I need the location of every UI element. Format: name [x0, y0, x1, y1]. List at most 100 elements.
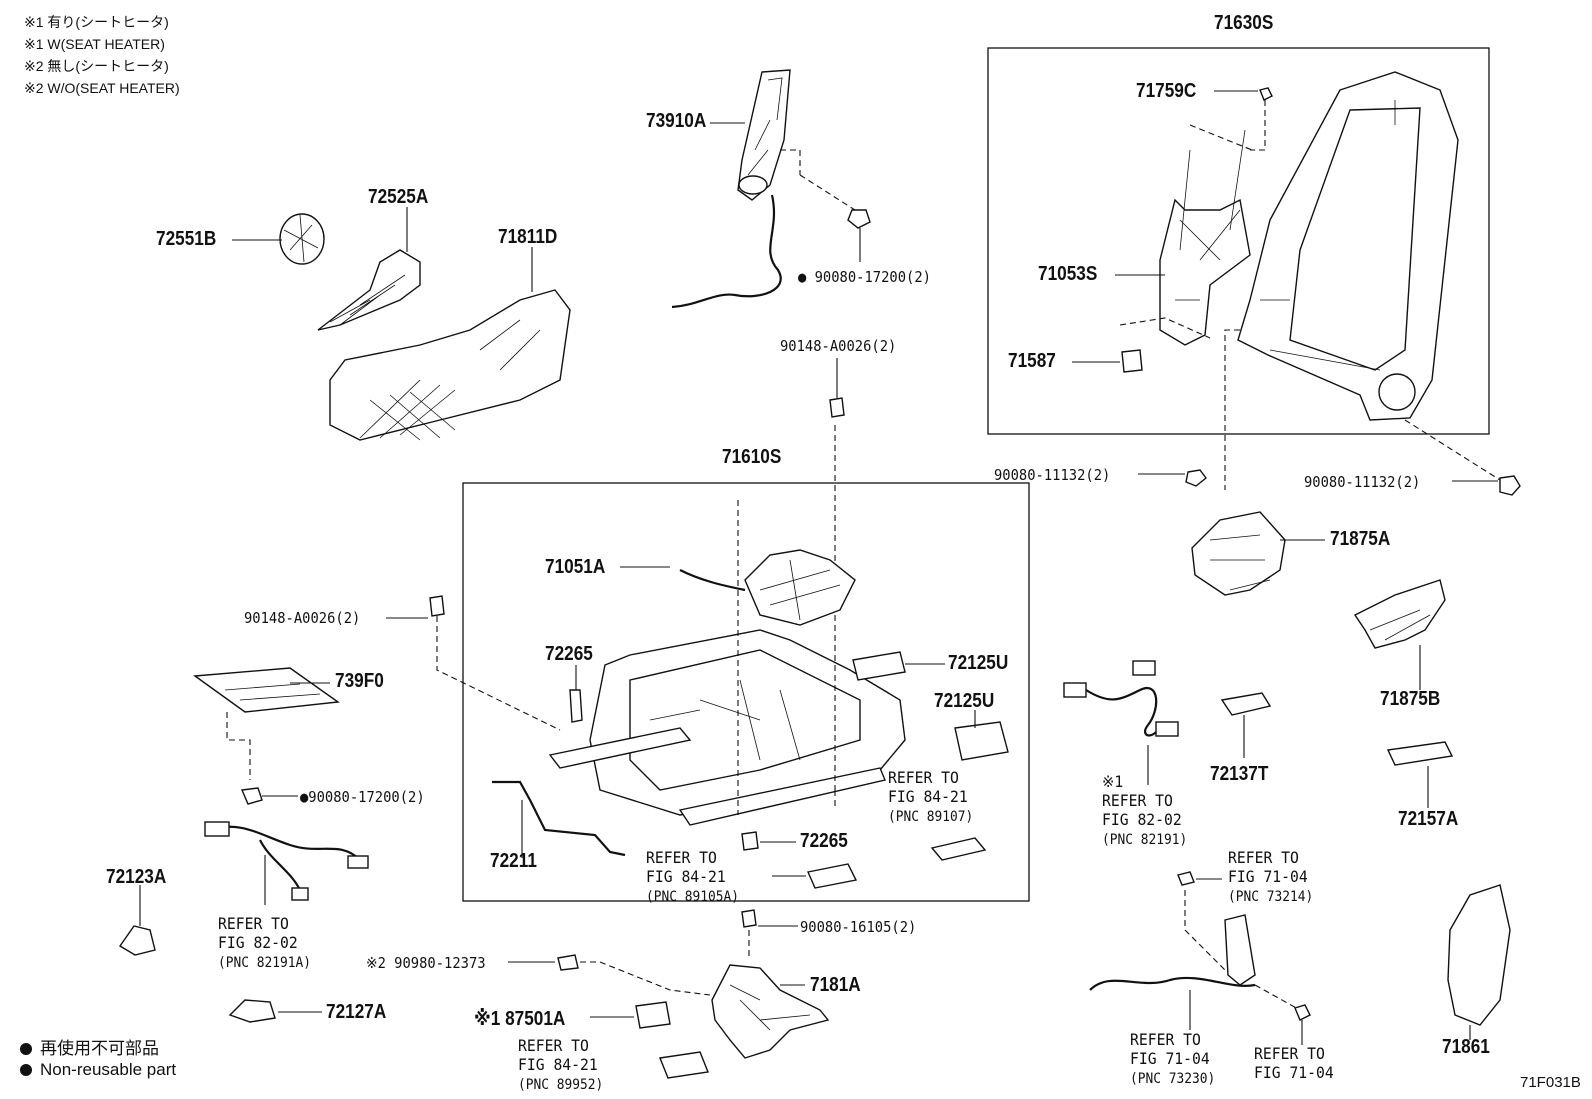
ref-pnc-89107[interactable]: REFER TO FIG 84-21 (PNC 89107) — [888, 768, 973, 827]
note-no-heater-en: ※2 W/O(SEAT HEATER) — [24, 80, 180, 96]
label-72157A[interactable]: 72157A — [1398, 808, 1459, 830]
ref-pnc-82191[interactable]: ※1 REFER TO FIG 82-02 (PNC 82191) — [1102, 772, 1187, 850]
part-72157A-shape — [1386, 741, 1454, 808]
ref-line-2: FIG 82-02 — [1102, 810, 1182, 829]
pn-90080-17200-left[interactable]: ●90080-17200(2) — [300, 788, 425, 806]
legend-non-reusable-en: Non-reusable part — [20, 1060, 176, 1080]
part-72125Ua-shape — [852, 651, 945, 681]
ref-line-3: (PNC 89952) — [518, 1077, 604, 1093]
part-72125Ub-shape — [954, 710, 1009, 761]
label-71587[interactable]: 71587 — [1008, 350, 1056, 372]
part-72525A-shape — [317, 207, 421, 331]
pn-90080-11132-b[interactable]: 90080-11132(2) — [1304, 473, 1421, 491]
ref-line-3: (PNC 89105A) — [646, 889, 740, 905]
bolt-90148-top — [829, 358, 845, 418]
pn-90080-11132-a[interactable]: 90080-11132(2) — [994, 466, 1111, 484]
part-72265a-shape — [569, 665, 583, 723]
ref-line-1: REFER TO — [1228, 848, 1299, 867]
part-72123A-shape — [118, 885, 156, 956]
legend-text-jp: 再使用不可部品 — [40, 1039, 159, 1058]
label-71811D[interactable]: 71811D — [498, 226, 558, 248]
label-72125U-lower[interactable]: 72125U — [934, 690, 995, 712]
ref-pnc-89105A[interactable]: REFER TO FIG 84-21 (PNC 89105A) — [646, 848, 739, 907]
part-71051A-shape — [620, 549, 856, 626]
note-seat-heater-en: ※1 W(SEAT HEATER) — [24, 36, 165, 52]
part-72211-shape — [492, 780, 626, 858]
frame-cushion-box — [462, 482, 1030, 902]
part-72137T-shape — [1220, 692, 1272, 758]
part-71759C-shape — [1214, 87, 1273, 151]
bolt-90080-11132-b — [1452, 475, 1521, 496]
label-71051A[interactable]: 71051A — [545, 556, 606, 578]
group-label-71610S[interactable]: 71610S — [722, 446, 782, 468]
part-71811D-shape — [329, 247, 571, 441]
label-72123A[interactable]: 72123A — [106, 866, 167, 888]
label-72551B[interactable]: 72551B — [156, 228, 217, 250]
clip-90080-17200-left — [240, 787, 298, 805]
pn-90080-17200-top[interactable]: ● 90080-17200(2) — [798, 268, 931, 286]
label-71875A[interactable]: 71875A — [1330, 528, 1391, 550]
group-label-71630S[interactable]: 71630S — [1214, 12, 1274, 34]
pn-90148-A0026-left[interactable]: 90148-A0026(2) — [244, 609, 361, 627]
label-72127A[interactable]: 72127A — [326, 1001, 387, 1023]
ref-line-3: (PNC 82191A) — [218, 955, 312, 971]
label-72125U-upper[interactable]: 72125U — [948, 652, 1009, 674]
label-71861[interactable]: 71861 — [1442, 1036, 1490, 1058]
part-89105A-shape — [772, 863, 858, 889]
ref-line-2: FIG 84-21 — [888, 787, 968, 806]
ref-line-1: REFER TO — [518, 1036, 589, 1055]
part-90980-12373-shape — [508, 954, 711, 996]
pn-90148-A0026-top[interactable]: 90148-A0026(2) — [780, 337, 897, 355]
part-71875B-shape — [1353, 579, 1446, 690]
ref-line-2: FIG 71-04 — [1130, 1049, 1210, 1068]
label-71759C[interactable]: 71759C — [1136, 80, 1197, 102]
label-739F0[interactable]: 739F0 — [335, 670, 384, 692]
label-72265-lower[interactable]: 72265 — [800, 830, 848, 852]
part-73910A-shape — [671, 69, 871, 309]
part-71875A-shape — [1191, 511, 1325, 596]
ref-pnc-73230[interactable]: REFER TO FIG 71-04 (PNC 73230) — [1130, 1030, 1215, 1089]
label-71053S[interactable]: 71053S — [1038, 263, 1098, 285]
ref-line-2: FIG 84-21 — [518, 1055, 598, 1074]
ref-line-0: ※1 — [1102, 772, 1124, 791]
ref-pnc-89952[interactable]: REFER TO FIG 84-21 (PNC 89952) — [518, 1036, 603, 1095]
pn-90980-12373[interactable]: ※2 90980-12373 — [366, 954, 486, 972]
label-73910A[interactable]: 73910A — [646, 110, 707, 132]
part-89952-shape — [659, 1051, 709, 1079]
ref-line-1: REFER TO — [1130, 1030, 1201, 1049]
part-72551B-shape — [232, 213, 325, 265]
part-87501A-shape — [590, 1001, 671, 1029]
screw-90080-16105 — [741, 909, 798, 960]
part-71610S-frame-shape — [548, 425, 906, 826]
label-7181A[interactable]: 7181A — [810, 974, 861, 996]
ref-line-2: FIG 71-04 — [1254, 1063, 1334, 1082]
part-buckle-wire-shape — [1089, 871, 1311, 1045]
part-72265b-shape — [741, 831, 796, 851]
label-72265-upper[interactable]: 72265 — [545, 643, 593, 665]
part-harness-82191-shape — [1063, 660, 1179, 785]
bolt-90148-left — [386, 595, 561, 731]
bolt-90080-11132-a — [1138, 469, 1207, 487]
ref-pnc-73214[interactable]: REFER TO FIG 71-04 (PNC 73214) — [1228, 848, 1313, 907]
label-72137T[interactable]: 72137T — [1210, 763, 1269, 785]
non-reusable-dot-icon — [20, 1043, 32, 1055]
ref-line-3: (PNC 82191) — [1102, 832, 1188, 848]
legend-non-reusable-jp: 再使用不可部品 — [20, 1034, 159, 1059]
ref-line-1: REFER TO — [646, 848, 717, 867]
ref-fig-71-04[interactable]: REFER TO FIG 71-04 — [1254, 1044, 1334, 1082]
part-71861-shape — [1447, 884, 1511, 1040]
figure-id: 71F031B — [1520, 1074, 1581, 1091]
ref-line-2: FIG 82-02 — [218, 933, 298, 952]
ref-line-1: REFER TO — [218, 914, 289, 933]
label-87501A[interactable]: ※1 87501A — [474, 1008, 566, 1030]
label-72525A[interactable]: 72525A — [368, 186, 429, 208]
pn-90080-16105[interactable]: 90080-16105(2) — [800, 918, 917, 936]
part-71053S-shape — [1115, 124, 1253, 346]
label-72211[interactable]: 72211 — [490, 850, 537, 872]
ref-pnc-82191A[interactable]: REFER TO FIG 82-02 (PNC 82191A) — [218, 914, 311, 973]
part-739F0-shape — [193, 667, 340, 780]
ref-line-3: (PNC 89107) — [888, 809, 974, 825]
label-71875B[interactable]: 71875B — [1380, 688, 1441, 710]
ref-line-1: REFER TO — [888, 768, 959, 787]
